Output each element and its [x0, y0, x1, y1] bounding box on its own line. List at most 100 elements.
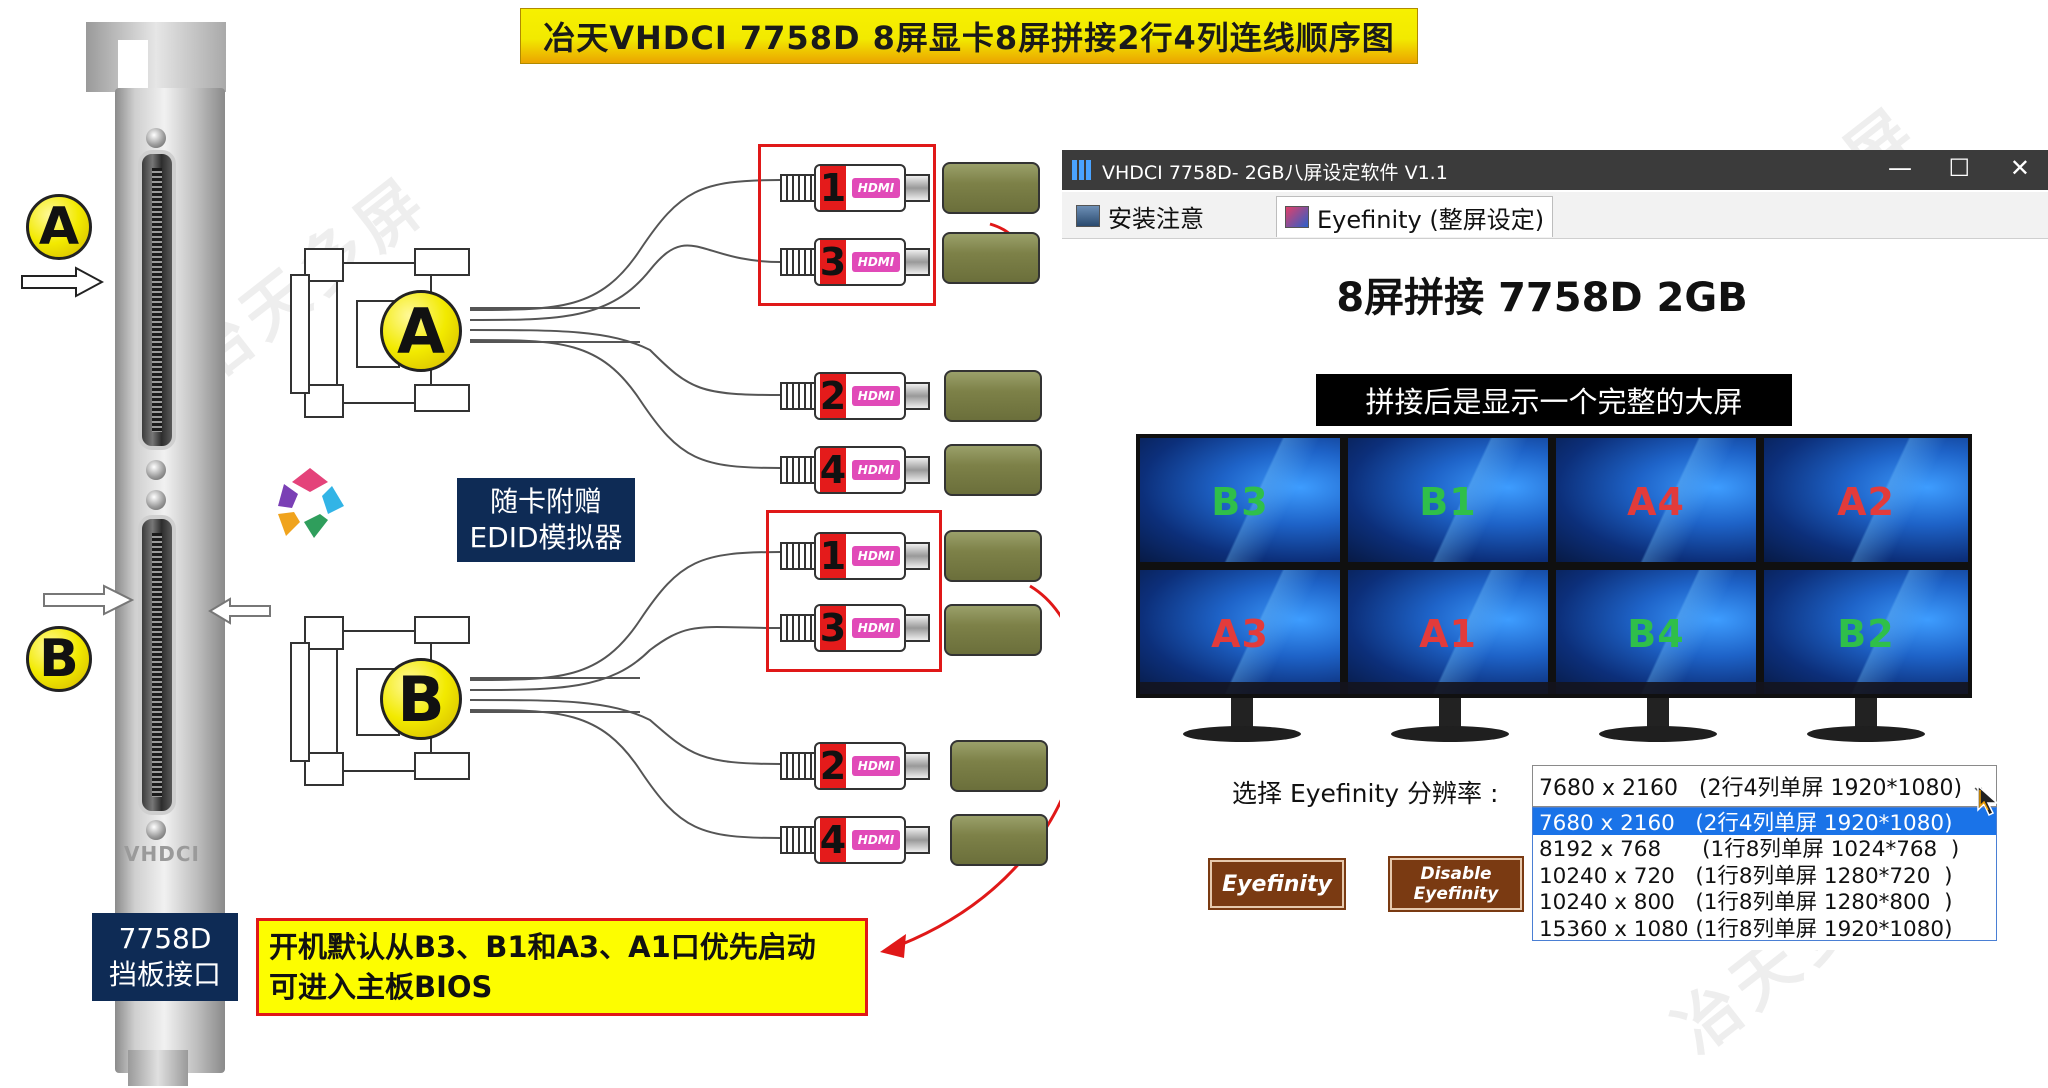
hdmi-plug-a2: 2 HDMI: [780, 368, 930, 424]
tab-install-notes[interactable]: 安装注意: [1068, 196, 1212, 236]
maximize-icon[interactable]: ☐: [1948, 154, 1970, 182]
monitor-screen: A3: [1140, 570, 1340, 694]
connector-b-badge: B: [380, 658, 462, 740]
boot-note-line2: 可进入主板BIOS: [269, 970, 493, 1004]
monitor-screen: A1: [1348, 570, 1548, 694]
connector-side: [290, 274, 310, 394]
bracket-tab: [86, 22, 226, 92]
connector-tab: [304, 752, 344, 786]
emulator-note-line2: EDID模拟器: [469, 521, 623, 554]
bracket-stamp: VHDCI: [124, 842, 200, 866]
hdmi-logo-icon: HDMI: [852, 618, 900, 638]
resolution-option[interactable]: 10240 x 720 (1行8列单屏 1280*720 ): [1539, 863, 1953, 889]
disable-button-line1: Disable: [1420, 864, 1492, 884]
edid-emulator: [944, 370, 1042, 422]
edid-emulator: [942, 162, 1040, 214]
taskbar: [1140, 682, 1968, 694]
disable-eyefinity-button[interactable]: Disable Eyefinity: [1390, 858, 1522, 910]
connector-tab: [304, 248, 344, 282]
port-number: 1: [819, 534, 847, 578]
arrowhead-icon: [880, 934, 906, 958]
monitor-stand: [1647, 698, 1669, 732]
bracket-notch: [118, 40, 148, 88]
monitor-screen: B4: [1556, 570, 1756, 694]
hdmi-logo-icon: HDMI: [852, 252, 900, 272]
hdmi-plug-a3: 3 HDMI: [780, 234, 930, 290]
monitor-screen: B2: [1764, 570, 1968, 694]
bracket-caption-line1: 7758D: [118, 922, 212, 955]
resolution-option[interactable]: 8192 x 768 (1行8列单屏 1024*768 ): [1539, 837, 1960, 863]
monitor-stand: [1807, 726, 1925, 742]
connector-side: [290, 642, 310, 762]
bracket-caption: 7758D 挡板接口: [92, 913, 238, 1001]
arrow-icon: [208, 597, 271, 625]
hdmi-logo-icon: HDMI: [852, 830, 900, 850]
cable-group-a: [469, 179, 781, 469]
port-number: 4: [819, 448, 847, 492]
cable-group-b: [469, 551, 781, 839]
close-icon[interactable]: ✕: [2009, 154, 2030, 182]
connector-tab: [414, 616, 470, 644]
window-titlebar: VHDCI 7758D- 2GB八屏设定软件 V1.1 — ☐ ✕: [1062, 150, 2048, 190]
hdmi-logo-icon: HDMI: [852, 386, 900, 406]
port-b-badge: B: [26, 626, 92, 692]
monitor-label: A1: [1419, 612, 1477, 656]
connector-tab: [414, 752, 470, 780]
screw-icon: [146, 460, 166, 480]
bracket-foot: [128, 1050, 188, 1086]
monitor-label: B2: [1837, 612, 1895, 656]
arrow-icon: [21, 266, 104, 298]
minimize-icon[interactable]: —: [1888, 154, 1912, 182]
app-logo-icon: [1072, 160, 1092, 180]
window-title: VHDCI 7758D- 2GB八屏设定软件 V1.1: [1102, 162, 1448, 184]
resolution-dropdown: 7680 x 2160 (2行4列单屏 1920*1080) 8192 x 76…: [1532, 807, 1997, 942]
monitor-stand: [1855, 698, 1877, 732]
tab-label: Eyefinity (整屏设定): [1317, 205, 1545, 234]
monitor-stand: [1391, 726, 1509, 742]
hdmi-plug-a4: 4 HDMI: [780, 442, 930, 498]
screw-icon: [146, 820, 166, 840]
monitor-stand: [1231, 698, 1253, 732]
notes-icon: [1076, 205, 1100, 227]
monitor-screen: B1: [1348, 438, 1548, 562]
arrow-icon: [43, 584, 134, 616]
hdmi-logo-icon: HDMI: [852, 178, 900, 198]
resolution-option[interactable]: 7680 x 2160 (2行4列单屏 1920*1080): [1533, 808, 1996, 836]
port-number: 3: [819, 606, 847, 650]
hdmi-logo-icon: HDMI: [852, 546, 900, 566]
resolution-select[interactable]: 7680 x 2160 (2行4列单屏 1920*1080) ⌄: [1532, 765, 1997, 807]
hdmi-plug-b4: 4 HDMI: [780, 812, 930, 868]
tab-bar: 安装注意 Eyefinity (整屏设定): [1062, 192, 2048, 239]
monitor-screen: B3: [1140, 438, 1340, 562]
port-number: 2: [819, 744, 847, 788]
highlight-box-a: [758, 144, 936, 306]
display-icon: [1285, 206, 1309, 228]
emulator-note-line1: 随卡附赠: [489, 485, 602, 518]
bracket-caption-line2: 挡板接口: [108, 958, 221, 991]
monitor-stand: [1599, 726, 1717, 742]
disable-button-line2: Eyefinity: [1413, 884, 1499, 904]
hdmi-plug-b2: 2 HDMI: [780, 738, 930, 794]
resolution-option[interactable]: 10240 x 800 (1行8列单屏 1280*800 ): [1539, 890, 1953, 916]
port-number: 1: [819, 166, 847, 210]
resolution-label: 选择 Eyefinity 分辨率 :: [1232, 779, 1499, 808]
resolution-option[interactable]: 15360 x 1080 (1行8列单屏 1920*1080): [1539, 916, 1953, 942]
port-number: 3: [819, 240, 847, 284]
connector-tab: [304, 616, 344, 650]
edid-emulator: [942, 232, 1040, 284]
edid-emulator: [950, 740, 1048, 792]
boot-note-arrow: [899, 584, 1060, 947]
resolution-selected: 7680 x 2160 (2行4列单屏 1920*1080): [1539, 776, 1963, 801]
monitor-label: A4: [1627, 480, 1685, 524]
hdmi-plug-a1: 1 HDMI: [780, 160, 930, 216]
mouse-cursor-icon: [1977, 784, 1999, 817]
eyefinity-button[interactable]: Eyefinity: [1210, 860, 1344, 908]
boot-note-line1: 开机默认从B3、B1和A3、A1口优先启动: [269, 930, 816, 964]
hdmi-logo-icon: HDMI: [852, 460, 900, 480]
emulator-note: 随卡附赠 EDID模拟器: [457, 478, 635, 562]
hdmi-logo-icon: HDMI: [852, 756, 900, 776]
tab-eyefinity[interactable]: Eyefinity (整屏设定): [1276, 196, 1554, 237]
connector-tab: [414, 248, 470, 276]
port-number: 2: [819, 374, 847, 418]
monitor-label: B3: [1211, 480, 1269, 524]
